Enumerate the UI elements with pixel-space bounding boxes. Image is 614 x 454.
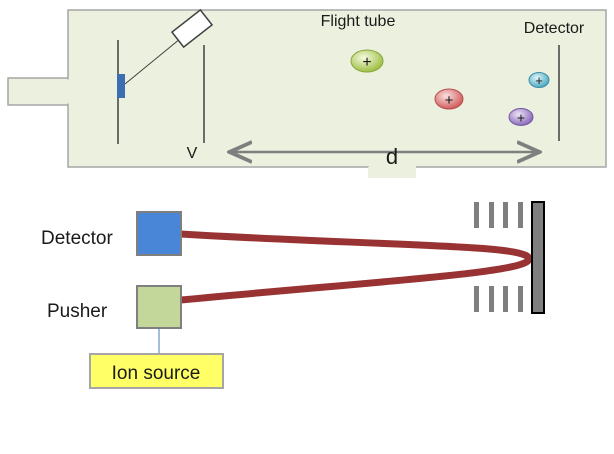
reflectron-rings xyxy=(474,202,523,312)
reflectron-ring xyxy=(518,286,523,312)
reflectron-ring xyxy=(503,286,508,312)
distance-label: d xyxy=(386,144,398,169)
voltage-label: V xyxy=(187,145,198,162)
ion-charge-label: + xyxy=(535,73,543,88)
detector-label-top: Detector xyxy=(524,20,585,37)
pusher-label: Pusher xyxy=(47,301,108,322)
ion-source-box xyxy=(89,353,224,389)
reflectron-ring xyxy=(489,202,494,228)
ion-charge-label: + xyxy=(445,92,454,109)
ion-cyan: + xyxy=(528,72,550,88)
reflectron-plate xyxy=(531,201,545,314)
laser-source xyxy=(170,8,214,49)
linear-tof: + + + + Flight tube Detector V d xyxy=(7,8,607,178)
ion-charge-label: + xyxy=(517,110,525,126)
flight-tube-label: Flight tube xyxy=(321,13,396,30)
reflectron-ring xyxy=(474,286,479,312)
inlet-pipe xyxy=(7,77,71,106)
detector-label-bottom: Detector xyxy=(41,228,113,249)
ion-green: + xyxy=(350,49,384,73)
reflectron-tof: Detector Pusher Ion source xyxy=(41,201,545,389)
reflectron-ring xyxy=(489,286,494,312)
ion-red: + xyxy=(434,88,464,110)
laser-beam xyxy=(124,33,187,85)
reflectron-ring xyxy=(474,202,479,228)
ion-path xyxy=(177,230,533,304)
sample-spot xyxy=(117,74,125,98)
reflectron-ring xyxy=(518,202,523,228)
pusher-box xyxy=(136,285,182,329)
detector-box xyxy=(136,211,182,256)
ion-source-label: Ion source xyxy=(112,363,201,384)
ion-charge-label: + xyxy=(362,54,371,71)
ion-purple: + xyxy=(508,108,534,126)
reflectron-ring xyxy=(503,202,508,228)
